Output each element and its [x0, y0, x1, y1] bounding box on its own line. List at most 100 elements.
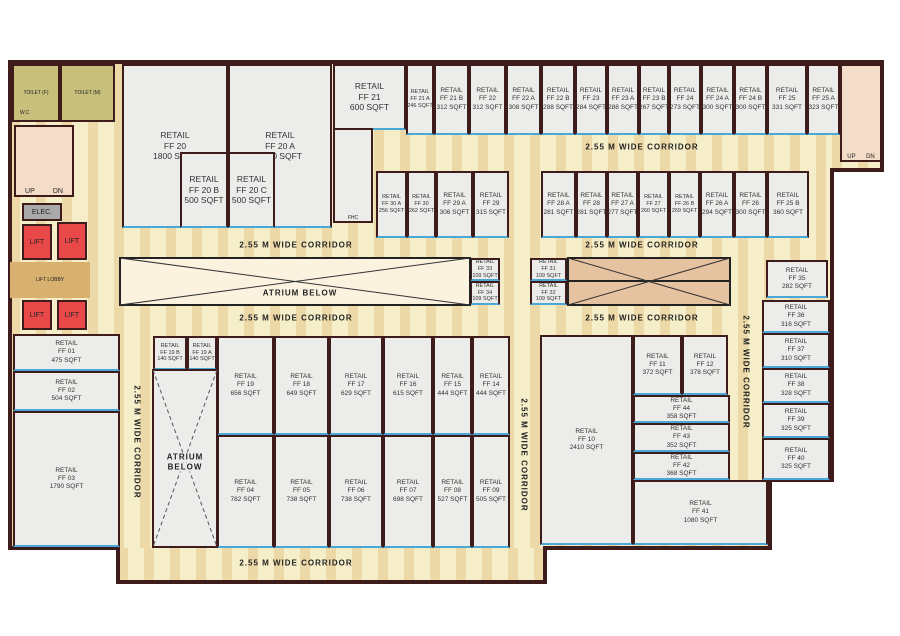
- unit-unit: FF 06: [347, 487, 365, 495]
- unit-area: 109 SQFT: [472, 296, 498, 303]
- unit-area: 300 SQFT: [735, 208, 766, 216]
- unit-unit: FF 24: [676, 95, 694, 103]
- unit-area: 288 SQFT: [543, 103, 573, 111]
- escalator: [567, 257, 731, 306]
- unit-unit: FF 19 B: [160, 349, 180, 356]
- unit-type: RETAIL: [539, 282, 558, 289]
- unit-unit: FF 37: [787, 346, 805, 354]
- unit-type: RETAIL: [440, 87, 463, 95]
- unit-type: RETAIL: [475, 259, 495, 266]
- unit-type: RETAIL: [812, 87, 835, 95]
- unit-area: 372 SQFT: [642, 369, 673, 377]
- unit-area: 140 SQFT: [189, 356, 215, 363]
- unit-type: RETAIL: [689, 500, 712, 508]
- unit-unit: FF 12: [696, 360, 714, 368]
- unit-unit: FF 23 A: [611, 95, 635, 103]
- unit-area: 256 SQFT: [378, 207, 405, 214]
- elec-label: ELEC.: [31, 208, 53, 216]
- unit-unit: FF 22 B: [546, 95, 570, 103]
- unit-unit: FF 05: [293, 487, 310, 495]
- unit-type: RETAIL: [705, 192, 729, 200]
- unit-type: RETAIL: [579, 87, 603, 95]
- unit-type: RETAIL: [580, 192, 603, 200]
- unit-type: RETAIL: [784, 304, 808, 312]
- unit-area: 316 SQFT: [781, 320, 811, 328]
- lift-4: LIFT: [57, 300, 87, 330]
- unit-area: 310 SQFT: [781, 354, 811, 362]
- unit-unit: FF 36: [787, 312, 805, 320]
- unit-area: 312 SQFT: [436, 103, 467, 111]
- unit-type: RETAIL: [693, 352, 717, 360]
- lift-label: LIFT: [64, 311, 80, 319]
- unit-unit: FF 04: [237, 487, 254, 495]
- unit-unit: FF 19: [237, 381, 254, 389]
- unit-unit: FF 23: [582, 95, 600, 103]
- unit-area: 1790 SQFT: [49, 483, 84, 491]
- unit-unit: FF 07: [399, 487, 417, 495]
- unit-type: RETAIL: [160, 130, 190, 141]
- unit-unit: FF 08: [444, 487, 461, 495]
- corridor-label: 2.55 M WIDE CORRIDOR: [585, 240, 699, 250]
- unit-type: RETAIL: [575, 427, 598, 435]
- unit-unit: FF 28: [583, 200, 600, 208]
- unit-type: RETAIL: [354, 81, 385, 92]
- unit-unit: FF 30: [414, 201, 429, 208]
- corridor-label: 2.55 M WIDE CORRIDOR: [585, 313, 699, 323]
- unit-unit: FF 24 B: [738, 95, 763, 103]
- unit-type: RETAIL: [344, 479, 368, 487]
- toilet-female-label: TOILET (F): [23, 90, 49, 96]
- unit-area: 615 SQFT: [393, 389, 423, 397]
- unit-unit: FF 28 A: [547, 200, 570, 208]
- unit-type: RETAIL: [441, 479, 464, 487]
- unit-type: RETAIL: [644, 194, 663, 201]
- lift-label: LIFT: [64, 237, 80, 245]
- unit-area: 328 SQFT: [781, 389, 811, 397]
- unit-area: 140 SQFT: [157, 356, 183, 363]
- unit-area: 2410 SQFT: [569, 444, 604, 452]
- unit-unit: FF 26 B: [674, 201, 695, 208]
- unit-type: RETAIL: [706, 87, 729, 95]
- unit-unit: FF 31: [541, 266, 556, 273]
- unit-area: 246 SQFT: [407, 102, 433, 109]
- corridor-label: 2.55 M WIDE CORRIDOR: [239, 558, 353, 568]
- stair-down-label: DN: [866, 154, 875, 160]
- atrium-label: ATRIUM BELOW: [262, 288, 338, 298]
- unit-type: RETAIL: [189, 174, 219, 185]
- unit-area: 649 SQFT: [286, 389, 317, 397]
- lift-lobby-label: LIFT LOBBY: [35, 277, 65, 283]
- lift-lobby: LIFT LOBBY: [10, 262, 90, 298]
- unit-type: RETAIL: [234, 373, 257, 381]
- stair-up-label: UP: [847, 154, 856, 160]
- lift-label: LIFT: [29, 238, 45, 246]
- unit-unit: FF 20: [163, 140, 187, 151]
- unit-area: 378 SQFT: [690, 369, 720, 377]
- unit-area: 504 SQFT: [51, 395, 82, 403]
- unit-unit: FF 23 B: [642, 95, 666, 103]
- unit-area: 109 SQFT: [535, 296, 562, 303]
- corridor-label: 2.55 M WIDE CORRIDOR: [132, 385, 142, 499]
- unit-unit: FF 20 B: [188, 184, 220, 195]
